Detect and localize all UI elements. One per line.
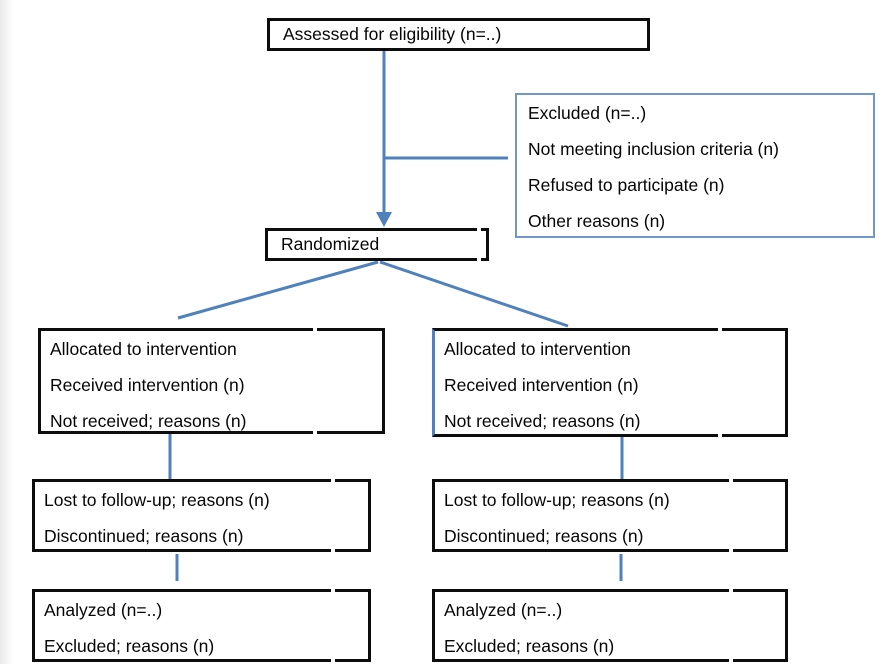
connector-randomized-to-right-allocation [379, 260, 569, 328]
page-edge-shading [0, 0, 13, 664]
excluded-box: Excluded (n=..) Not meeting inclusion cr… [515, 93, 875, 238]
followup-left-discontinued: Discontinued; reasons (n) [44, 525, 244, 546]
analyzed-left-excluded: Excluded; reasons (n) [44, 635, 215, 656]
analyzed-right-analyzed: Analyzed (n=..) [444, 599, 563, 620]
allocated-right-received: Received intervention (n) [444, 374, 639, 395]
excluded-reason-2: Refused to participate (n) [528, 174, 725, 195]
excluded-reason-3: Other reasons (n) [528, 210, 666, 231]
allocated-right-not-received: Not received; reasons (n) [444, 410, 641, 431]
allocated-right-box: Allocated to intervention Received inter… [432, 328, 718, 437]
analyzed-right-box: Analyzed (n=..) Excluded; reasons (n) [432, 589, 729, 662]
analyzed-right-excluded: Excluded; reasons (n) [444, 635, 615, 656]
connector-randomized-to-left-allocation [177, 260, 379, 320]
allocated-right-box-extension [722, 328, 788, 437]
followup-right-discontinued: Discontinued; reasons (n) [444, 525, 644, 546]
followup-left-box: Lost to follow-up; reasons (n) Discontin… [32, 479, 331, 552]
analyzed-left-box-extension [335, 589, 371, 662]
analyzed-right-box-extension [733, 589, 788, 662]
followup-right-box-extension [733, 479, 788, 552]
followup-left-lost: Lost to follow-up; reasons (n) [44, 489, 270, 510]
allocated-left-title: Allocated to intervention [50, 338, 237, 359]
allocated-left-box: Allocated to intervention Received inter… [38, 328, 313, 434]
randomized-box: Randomized [265, 228, 477, 261]
analyzed-left-box: Analyzed (n=..) Excluded; reasons (n) [32, 589, 331, 662]
excluded-reason-1: Not meeting inclusion criteria (n) [528, 138, 779, 159]
arrow-down-icon [376, 212, 392, 227]
followup-right-box: Lost to follow-up; reasons (n) Discontin… [432, 479, 729, 552]
randomized-text: Randomized [281, 234, 380, 254]
assessed-box: Assessed for eligibility (n=..) [267, 18, 650, 51]
allocated-left-not-received: Not received; reasons (n) [50, 410, 247, 431]
randomized-box-extension [481, 228, 489, 261]
followup-right-lost: Lost to follow-up; reasons (n) [444, 489, 670, 510]
followup-left-box-extension [335, 479, 371, 552]
excluded-text: Excluded (n=..) [528, 102, 647, 123]
allocated-left-box-extension [317, 328, 385, 434]
analyzed-left-analyzed: Analyzed (n=..) [44, 599, 163, 620]
allocated-left-received: Received intervention (n) [50, 374, 245, 395]
assessed-text: Assessed for eligibility (n=..) [283, 24, 502, 44]
allocated-right-title: Allocated to intervention [444, 338, 631, 359]
